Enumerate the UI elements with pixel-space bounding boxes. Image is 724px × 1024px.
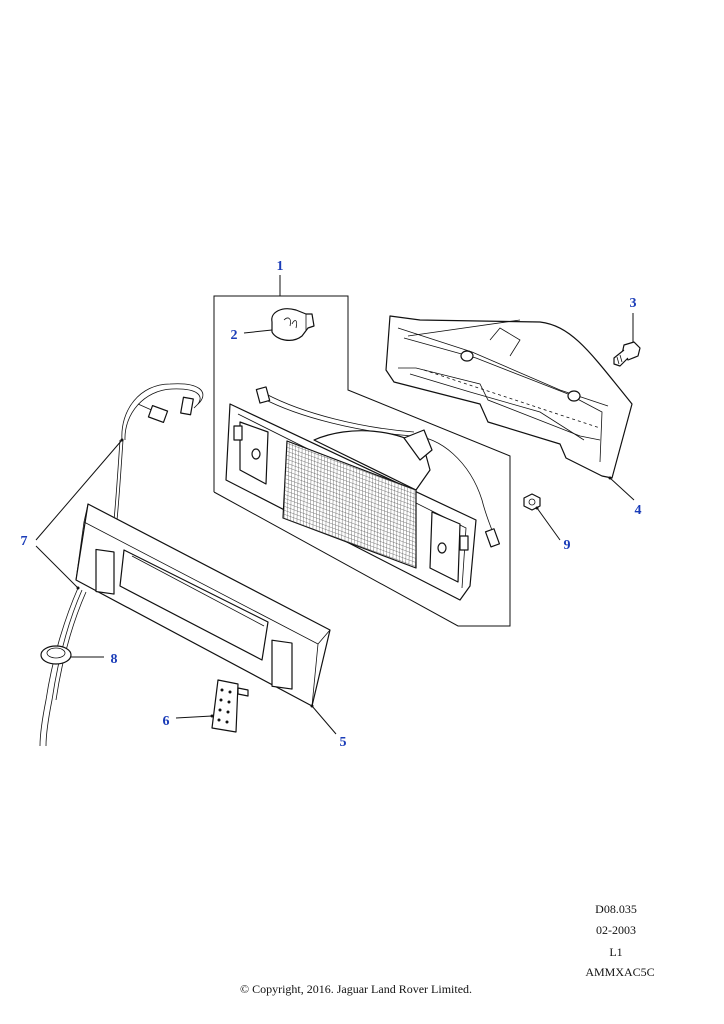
callout-4[interactable]: 4 xyxy=(635,503,642,518)
assembly-bracket xyxy=(213,275,511,627)
callout-1[interactable]: 1 xyxy=(277,259,284,274)
bezel-part[interactable] xyxy=(75,503,337,735)
harness-part[interactable] xyxy=(35,383,204,747)
callout-9[interactable]: 9 xyxy=(564,538,571,553)
callouts: 1 2 3 4 5 6 7 8 9 xyxy=(21,259,642,750)
callout-8[interactable]: 8 xyxy=(111,652,118,667)
drawing-date: 02-2003 xyxy=(596,923,636,937)
drawing-revision: L1 xyxy=(609,945,623,959)
drawing-code: AMMXAC5C xyxy=(585,965,655,979)
copyright-notice: © Copyright, 2016. Jaguar Land Rover Lim… xyxy=(239,982,473,996)
bezel-slot-right xyxy=(271,639,293,690)
grommet-part[interactable] xyxy=(40,645,104,665)
callout-3[interactable]: 3 xyxy=(630,296,637,311)
clip-part[interactable] xyxy=(175,679,249,733)
drawing-number: D08.035 xyxy=(595,902,637,916)
callout-5[interactable]: 5 xyxy=(340,735,347,750)
callout-7[interactable]: 7 xyxy=(21,534,28,549)
bulb-part[interactable] xyxy=(243,308,315,341)
callout-6[interactable]: 6 xyxy=(163,714,170,729)
callout-2[interactable]: 2 xyxy=(231,328,238,343)
screw-part[interactable] xyxy=(613,313,641,367)
nut-part[interactable] xyxy=(523,493,561,541)
lamp-assembly[interactable] xyxy=(225,386,501,633)
bezel-slot-left xyxy=(95,548,115,595)
housing-part[interactable] xyxy=(385,315,635,501)
